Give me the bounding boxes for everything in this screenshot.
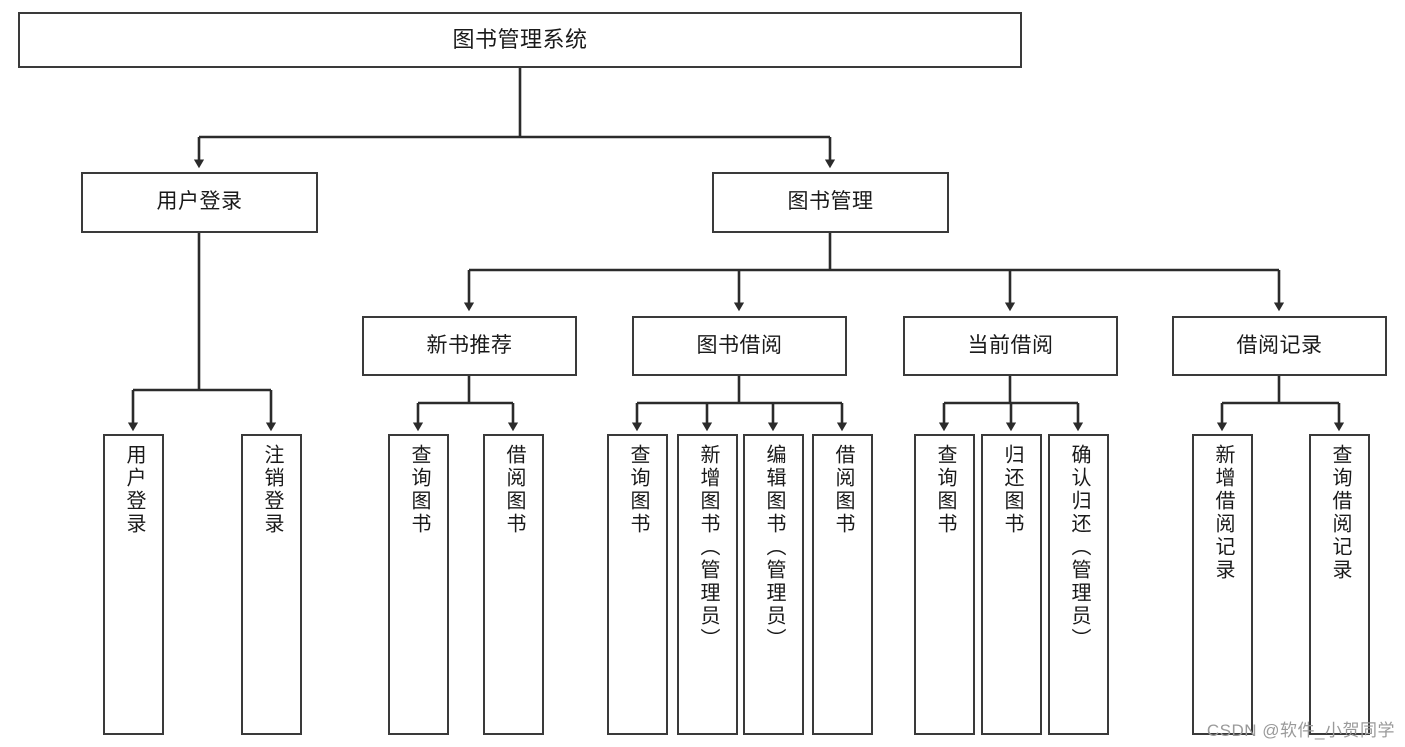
node-label: 编辑图书（管理员） <box>763 444 785 651</box>
node-label: 新书推荐 <box>426 333 513 357</box>
node-book-management[interactable]: 图书管理 <box>712 172 949 233</box>
node-label: 归还图书 <box>1001 444 1023 536</box>
node-leaf-edit-book[interactable]: 编辑图书（管理员） <box>743 434 804 735</box>
node-leaf-query-record[interactable]: 查询借阅记录 <box>1309 434 1370 735</box>
node-label: 借阅记录 <box>1236 333 1323 357</box>
watermark-text: CSDN @软件_小贺同学 <box>1206 721 1395 740</box>
node-label: 查询图书 <box>627 444 649 536</box>
node-label: 新增图书（管理员） <box>697 444 719 651</box>
node-leaf-borrow-book[interactable]: 借阅图书 <box>812 434 873 735</box>
node-label: 借阅图书 <box>503 444 525 536</box>
node-label: 查询图书 <box>408 444 430 536</box>
node-root-book-management-system[interactable]: 图书管理系统 <box>18 12 1022 68</box>
node-label: 注销登录 <box>261 444 283 536</box>
node-leaf-query-book-recommend[interactable]: 查询图书 <box>388 434 449 735</box>
node-new-book-recommend[interactable]: 新书推荐 <box>362 316 577 376</box>
node-leaf-logout[interactable]: 注销登录 <box>241 434 302 735</box>
node-label: 查询借阅记录 <box>1329 444 1351 582</box>
node-label: 用户登录 <box>156 190 243 214</box>
node-label: 图书管理系统 <box>452 27 588 53</box>
node-leaf-query-book-current[interactable]: 查询图书 <box>914 434 975 735</box>
node-leaf-return-book[interactable]: 归还图书 <box>981 434 1042 735</box>
node-label: 图书管理 <box>787 190 874 214</box>
node-label: 新增借阅记录 <box>1212 444 1234 582</box>
node-leaf-confirm-return[interactable]: 确认归还（管理员） <box>1048 434 1109 735</box>
node-book-borrow[interactable]: 图书借阅 <box>632 316 847 376</box>
node-label: 借阅图书 <box>832 444 854 536</box>
node-label: 用户登录 <box>123 444 145 536</box>
node-user-login[interactable]: 用户登录 <box>81 172 318 233</box>
node-label: 当前借阅 <box>967 333 1054 357</box>
node-leaf-add-book[interactable]: 新增图书（管理员） <box>677 434 738 735</box>
node-label: 图书借阅 <box>696 333 783 357</box>
node-leaf-borrow-book-recommend[interactable]: 借阅图书 <box>483 434 544 735</box>
node-current-borrow[interactable]: 当前借阅 <box>903 316 1118 376</box>
node-leaf-query-book-borrow[interactable]: 查询图书 <box>607 434 668 735</box>
node-leaf-user-login[interactable]: 用户登录 <box>103 434 164 735</box>
node-borrow-record[interactable]: 借阅记录 <box>1172 316 1387 376</box>
node-leaf-add-record[interactable]: 新增借阅记录 <box>1192 434 1253 735</box>
node-label: 确认归还（管理员） <box>1068 444 1090 651</box>
node-label: 查询图书 <box>934 444 956 536</box>
